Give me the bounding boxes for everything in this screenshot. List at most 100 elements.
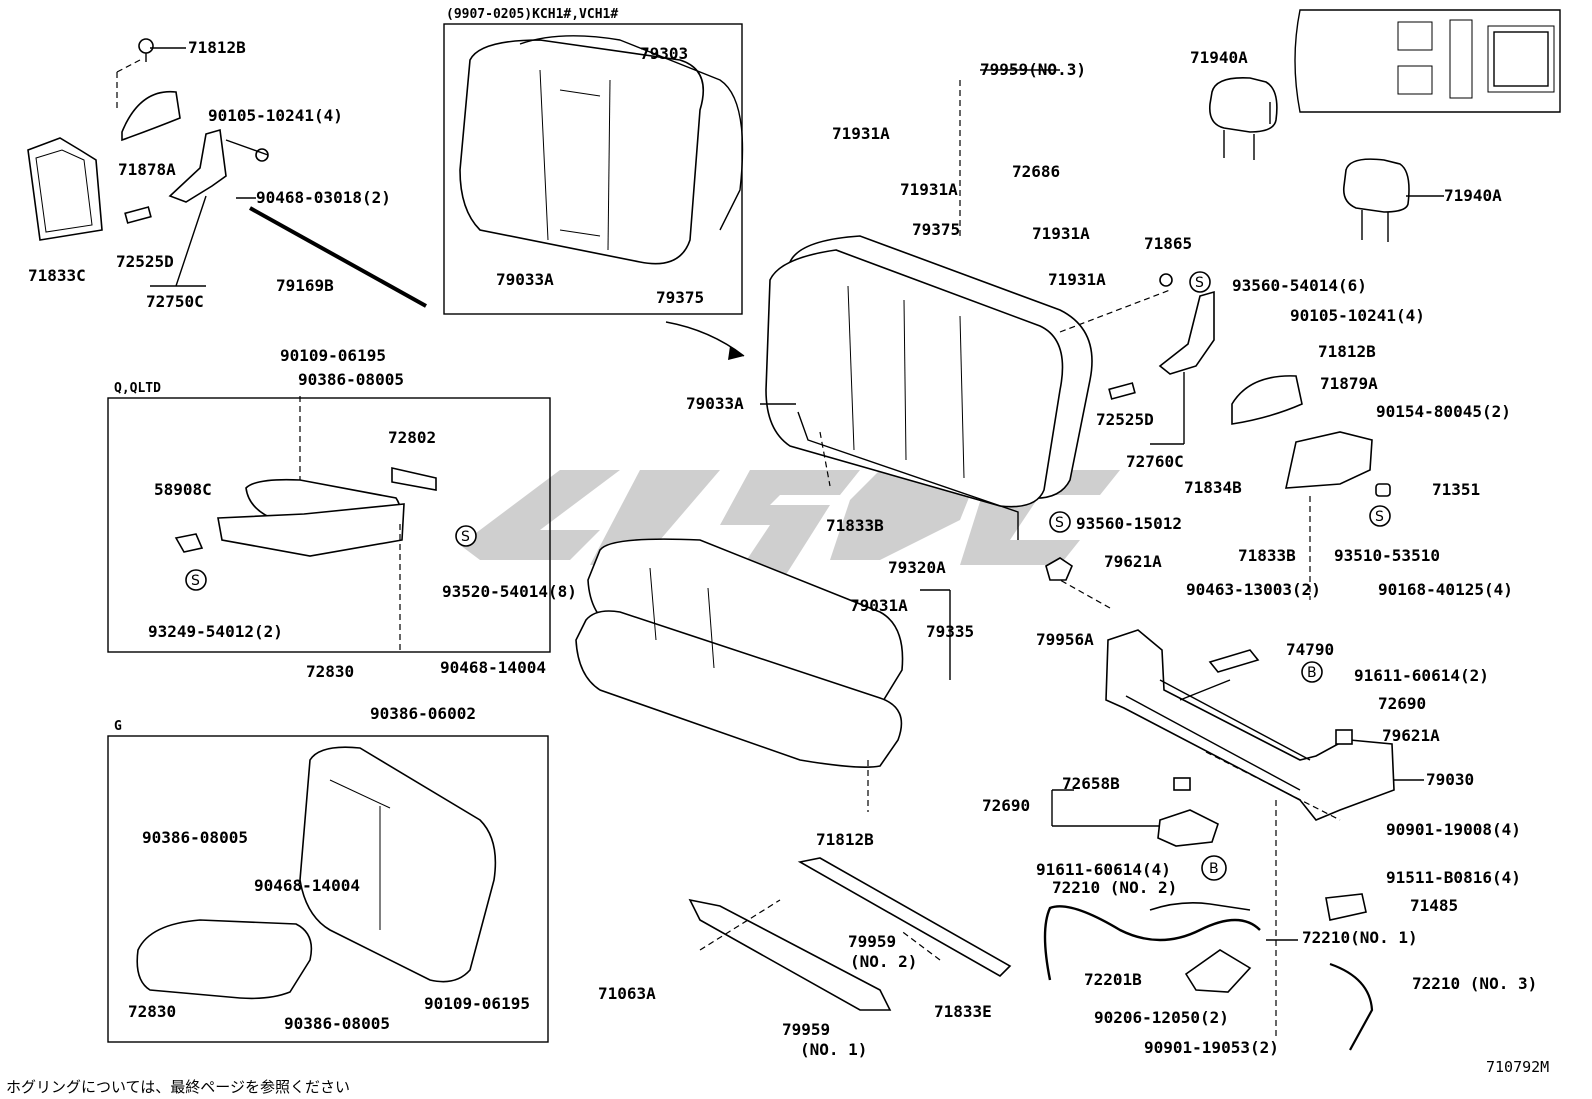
part-label: 71931A [900,180,958,199]
bottom-rails [688,857,1012,1011]
part-label: 71931A [1032,224,1090,243]
part-label: 79621A [1382,726,1440,745]
headrest-1 [1208,76,1278,160]
part-label: 91511-B0816(4) [1386,868,1521,887]
label-leaders [150,47,1444,941]
q-qltd-inset-box [107,397,551,653]
part-label: 71879A [1320,374,1378,393]
part-label: 90206-12050(2) [1094,1008,1229,1027]
footnote: ホグリングについては、最終ページを参照ください [6,1078,350,1096]
inset-seatback [459,35,744,265]
part-label: 71940A [1190,48,1248,67]
part-label: 79375 [912,220,961,239]
part-label: 79033A [496,270,554,289]
part-label: 58908C [154,480,212,499]
part-label: 72658B [1062,774,1120,793]
part-label: 72210 (NO. 3) [1412,974,1538,993]
part-label: 72210 (NO. 2) [1052,878,1178,897]
svg-text:S: S [1195,275,1204,291]
left-hinge-assembly [27,38,427,308]
svg-text:B: B [1209,861,1219,877]
part-label: 90463-13003(2) [1186,580,1321,599]
part-label: 90901-19053(2) [1144,1038,1279,1057]
part-label: 90109-06195 [424,994,530,1013]
part-label: 71812B [1318,342,1376,361]
part-label: 79621A [1104,552,1162,571]
g-seat-cushion [136,746,497,1000]
part-label: 90468-14004 [440,658,546,677]
part-label: 71833B [826,516,884,535]
diagram-code: 710792M [1486,1058,1550,1076]
q-armrest [174,466,437,557]
svg-text:S: S [1375,509,1384,525]
part-label: 72686 [1012,162,1061,181]
part-label: 71865 [1144,234,1193,253]
part-label: 72210(NO. 1) [1302,928,1418,947]
part-label: 90468-03018(2) [256,188,391,207]
part-label: 79335 [926,622,975,641]
part-label: 71812B [816,830,874,849]
part-label: 93510-53510 [1334,546,1440,565]
part-label: 79030 [1426,770,1475,789]
part-label: 90386-08005 [298,370,404,389]
svg-text:S: S [1055,515,1064,531]
part-label: 72690 [1378,694,1427,713]
part-label: 91611-60614(4) [1036,860,1171,879]
part-label: 90901-19008(4) [1386,820,1521,839]
svg-text:S: S [191,573,200,589]
part-label: 90468-14004 [254,876,360,895]
part-label: 72830 [306,662,355,681]
part-label: 93560-15012 [1076,514,1182,533]
part-label: 71833E [934,1002,992,1021]
part-label: 71833B [1238,546,1296,565]
part-label: 91611-60614(2) [1354,666,1489,685]
part-label: 71063A [598,984,656,1003]
part-label: 90109-06195 [280,346,386,365]
part-label: 79959 [848,932,897,951]
part-label: 90154-80045(2) [1376,402,1511,421]
part-label: 90168-40125(4) [1378,580,1513,599]
callout-markers: S S S S S B B [185,271,1391,881]
part-label: 71812B [188,38,246,57]
part-label: 93560-54014(6) [1232,276,1367,295]
part-label: 71834B [1184,478,1242,497]
main-seat-cushion [575,538,904,768]
part-label: 79320A [888,558,946,577]
part-label: 71833C [28,266,86,285]
inset-header-g: G [114,719,122,734]
leader-lines [299,80,1341,1040]
part-label: 90105-10241(4) [1290,306,1425,325]
g-inset-box [107,735,549,1043]
part-label: 90386-06002 [370,704,476,723]
part-label: 93520-54014(8) [442,582,577,601]
part-label: 71931A [1048,270,1106,289]
part-label: 93249-54012(2) [148,622,283,641]
part-label: 72525D [116,252,174,271]
part-label: 79959 [782,1020,831,1039]
part-label: 79303 [640,44,689,63]
part-label: (NO. 1) [800,1040,868,1059]
part-label: 79169B [276,276,334,295]
svg-text:S: S [461,529,470,545]
part-label: 71485 [1410,896,1459,915]
part-label: 90386-08005 [284,1014,390,1033]
svg-text:B: B [1307,665,1317,681]
part-label: 71351 [1432,480,1481,499]
headrest-2 [1342,158,1410,242]
part-label: 79959(NO.3) [980,60,1086,79]
part-label: 79033A [686,394,744,413]
part-label: 72525D [1096,410,1154,429]
part-label: (NO. 2) [850,952,918,971]
right-hinge-assembly [1108,273,1391,497]
part-label: 71940A [1444,186,1502,205]
inset-header-q: Q,QLTD [114,381,161,396]
part-label: 71878A [118,160,176,179]
part-label: 72830 [128,1002,177,1021]
seat-frame [1045,557,1395,921]
main-seatback [765,235,1093,540]
part-label: 72690 [982,796,1031,815]
part-label: 72760C [1126,452,1184,471]
part-label: 90105-10241(4) [208,106,343,125]
part-label: 79375 [656,288,705,307]
